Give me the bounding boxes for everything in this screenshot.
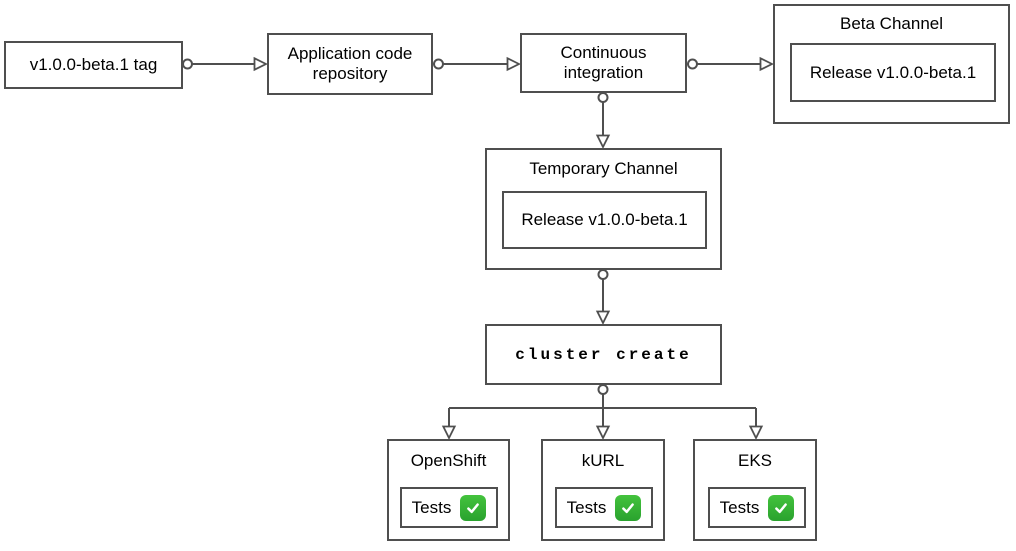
source-port-circle — [597, 269, 609, 280]
target-eks-title: EKS — [737, 451, 773, 470]
tests-label: Tests — [566, 497, 607, 517]
green-check-icon — [615, 494, 642, 521]
connector-tag-to-repo — [182, 56, 269, 72]
source-port-circle — [687, 58, 698, 70]
tests-label: Tests — [719, 497, 760, 517]
connector-temporary-channel-to-cluster-create — [595, 269, 611, 326]
group-target-kurl: kURL Tests — [541, 439, 665, 541]
group-target-openshift: OpenShift Tests — [387, 439, 510, 541]
node-cluster-create: cluster create — [485, 324, 722, 385]
target-kurl-tests-box: Tests — [555, 487, 653, 528]
arrowhead — [441, 425, 457, 441]
beta-channel-release-label: Release v1.0.0-beta.1 — [809, 62, 977, 82]
temporary-channel-release-label: Release v1.0.0-beta.1 — [521, 210, 688, 229]
arrowhead — [759, 56, 775, 72]
target-kurl-title: kURL — [581, 451, 625, 470]
beta-channel-title: Beta Channel — [839, 14, 944, 33]
arrowhead — [506, 56, 522, 72]
arrowhead — [748, 425, 764, 441]
source-port-circle — [182, 58, 193, 70]
source-port-circle — [433, 58, 444, 70]
source-port-circle — [597, 92, 609, 103]
green-check-icon — [460, 494, 487, 521]
connector-cluster-create-to-targets — [441, 384, 764, 441]
node-application-code-repository: Application code repository — [267, 33, 433, 95]
green-check-icon — [768, 494, 795, 521]
source-port-circle — [597, 384, 609, 395]
temporary-channel-release-box: Release v1.0.0-beta.1 — [502, 191, 707, 249]
arrowhead — [595, 425, 611, 441]
node-version-tag: v1.0.0-beta.1 tag — [4, 41, 183, 89]
beta-channel-release-box: Release v1.0.0-beta.1 — [790, 43, 996, 102]
node-cluster-create-label: cluster create — [515, 345, 692, 364]
connector-ci-to-beta-channel — [687, 56, 775, 72]
target-eks-tests-box: Tests — [708, 487, 806, 528]
arrowhead — [595, 134, 611, 150]
temporary-channel-title: Temporary Channel — [529, 159, 678, 178]
arrowhead — [595, 310, 611, 326]
target-openshift-tests-box: Tests — [400, 487, 498, 528]
group-beta-channel: Beta Channel Release v1.0.0-beta.1 — [773, 4, 1010, 124]
node-continuous-integration-label: Continuous integration — [560, 43, 647, 82]
connector-ci-to-temporary-channel — [595, 92, 611, 150]
target-openshift-title: OpenShift — [410, 451, 487, 470]
group-temporary-channel: Temporary Channel Release v1.0.0-beta.1 — [485, 148, 722, 270]
tests-label: Tests — [411, 497, 452, 517]
arrowhead — [253, 56, 269, 72]
node-continuous-integration: Continuous integration — [520, 33, 687, 93]
group-target-eks: EKS Tests — [693, 439, 817, 541]
connector-repo-to-ci — [433, 56, 522, 72]
node-version-tag-label: v1.0.0-beta.1 tag — [29, 55, 158, 74]
node-application-code-repository-label: Application code repository — [287, 44, 413, 83]
